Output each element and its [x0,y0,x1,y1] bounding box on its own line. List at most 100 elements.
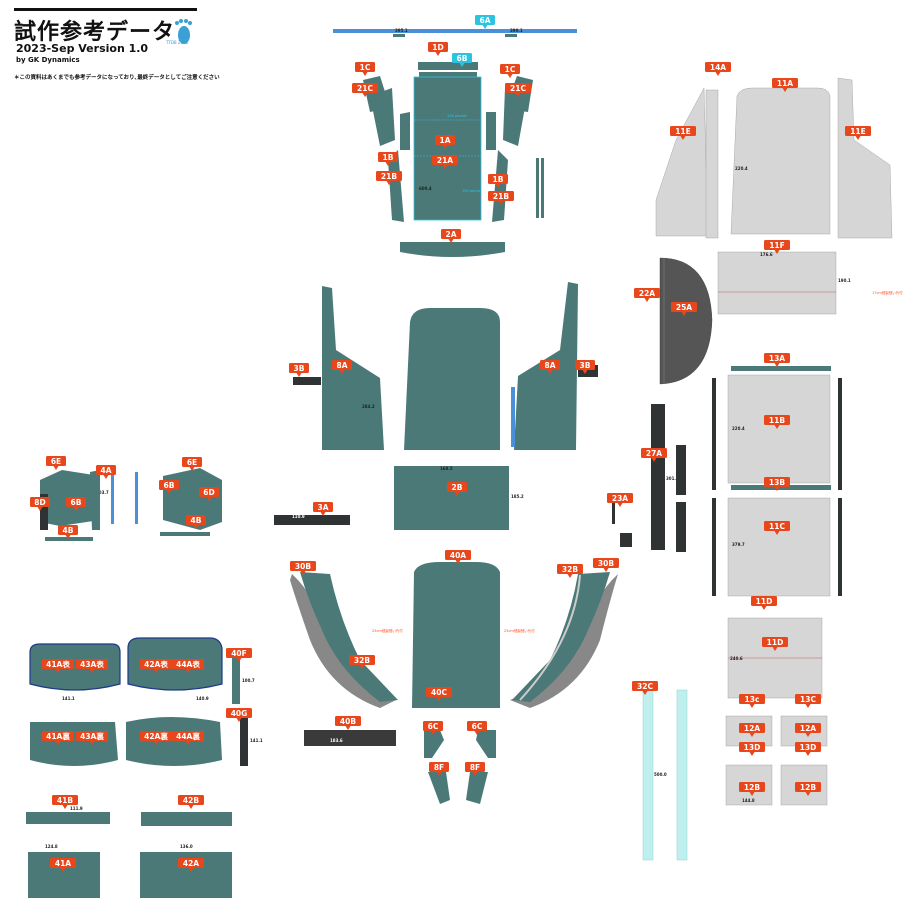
tag-8d: 8D [30,497,50,511]
tag-32b: 32B [349,655,375,669]
tag-8f: 8F [465,762,485,776]
tag-label: 42B [183,796,199,805]
piece-1B-left [388,150,404,222]
tag-label: 3B [294,364,305,373]
tag-21c: 21C [352,83,378,97]
piece-8A-left [322,286,384,450]
tag-13b: 13B [764,477,790,491]
piece-21C-right [503,88,527,146]
piece-6C-right [476,730,496,758]
piece-40B [304,730,396,746]
tag-4a: 4A [96,465,116,479]
tag-label: 40B [340,717,356,726]
author-label: by GK Dynamics [16,56,80,64]
tag-label: 44A裏 [176,731,200,741]
tag-label: 13D [744,743,761,752]
piece-27A-b1 [676,445,686,495]
tag-label: 8F [434,763,444,772]
dim-6B: 103.7 [96,490,109,495]
tag-14a: 14A [705,62,731,76]
tag-25a: 25A [671,302,697,316]
tag-label: 8F [470,763,480,772]
note-30B-left: 25cm縫製縫い代付 [372,628,403,633]
tag-label: 11D [756,597,773,606]
tag-label: 11F [769,241,785,250]
tag-label: 43A表 [80,659,104,669]
piece-8F-left [428,772,450,804]
piece-41A-bottom [28,852,100,898]
tag-label: 21C [510,84,526,93]
tag-11b: 11B [764,415,790,429]
note-30B-right: 25cm縫製縫い代付 [504,628,535,633]
tag-11a: 11A [772,78,798,92]
tag-1b: 1B [378,152,398,166]
piece-1B-right [492,150,508,222]
tag-label: 6B [457,54,468,63]
tag-label: 11C [769,522,785,531]
tag-3a: 3A [313,502,333,516]
dim-top1: 395.1 [395,28,408,33]
tag-label: 11E [850,127,866,136]
tag-11e: 11E [845,126,871,140]
tag-label: 11A [777,79,793,88]
tag-11f: 11F [764,240,790,254]
tag-label: 22A [639,289,655,298]
tag-30b: 30B [290,561,316,575]
tag-label: 6D [203,488,214,497]
tag-label: 2B [452,483,463,492]
tag-6b: 6B [452,53,472,67]
tag-12a: 12A [739,723,765,737]
tag-label: 6E [187,458,197,467]
tag-13a: 13A [764,353,790,367]
tag-8a: 8A [332,360,352,374]
version-label: 2023-Sep Version 1.0 [16,42,149,55]
tag-label: 6C [428,722,439,731]
piece-27A-b2 [676,502,686,552]
tag-43a裏: 43A裏 [76,731,108,745]
tag-1d: 1D [428,42,448,56]
piece-13B [731,485,831,490]
piece-8F-right [466,772,488,804]
tag-label: 4B [191,516,202,525]
tag-42b: 42B [178,795,204,809]
piece-2A [400,242,505,257]
tag-label: 6B [164,481,175,490]
tag-40f: 40F [226,648,252,662]
tag-label: 32C [637,682,653,691]
tag-11e: 11E [670,126,696,140]
tag-27a: 27A [641,448,667,462]
tag-40g: 40G [226,708,252,722]
tag-label: 8A [336,361,347,370]
tag-label: 44A表 [176,659,200,669]
tag-41a表: 41A表 [42,659,74,673]
dim-3A: 110.9 [292,514,305,519]
piece-40A [412,562,500,708]
tag-1c: 1C [500,64,520,78]
tag-40b: 40B [335,716,361,730]
tag-label: 2A [445,230,456,239]
piece-41A-43A-back [30,722,118,766]
dim-2B: 185.2 [511,494,524,499]
tag-label: 12B [744,783,760,792]
tag-label: 32B [354,656,370,665]
tag-41a: 41A [50,858,76,872]
tag-label: 43A裏 [80,731,104,741]
note-11F: 17cm縫製縫い代付 [872,290,903,295]
piece-21C-left [370,88,395,146]
tag-label: 13D [800,743,817,752]
tag-label: 32B [562,565,578,574]
tag-8f: 8F [429,762,449,776]
tag-6b: 6B [66,497,86,511]
tag-label: 1B [383,153,394,162]
tag-label: 13c [745,695,760,704]
dim-1A: 600.4 [419,186,432,191]
dim-40B: 183.6 [330,738,343,743]
piece-11F [717,251,837,315]
pocket-note-2: 10tl pocket [462,189,482,193]
tag-12b: 12B [739,782,765,796]
piece-6A-strip [333,29,577,33]
tag-label: 6E [51,457,61,466]
tag-30b: 30B [593,558,619,572]
